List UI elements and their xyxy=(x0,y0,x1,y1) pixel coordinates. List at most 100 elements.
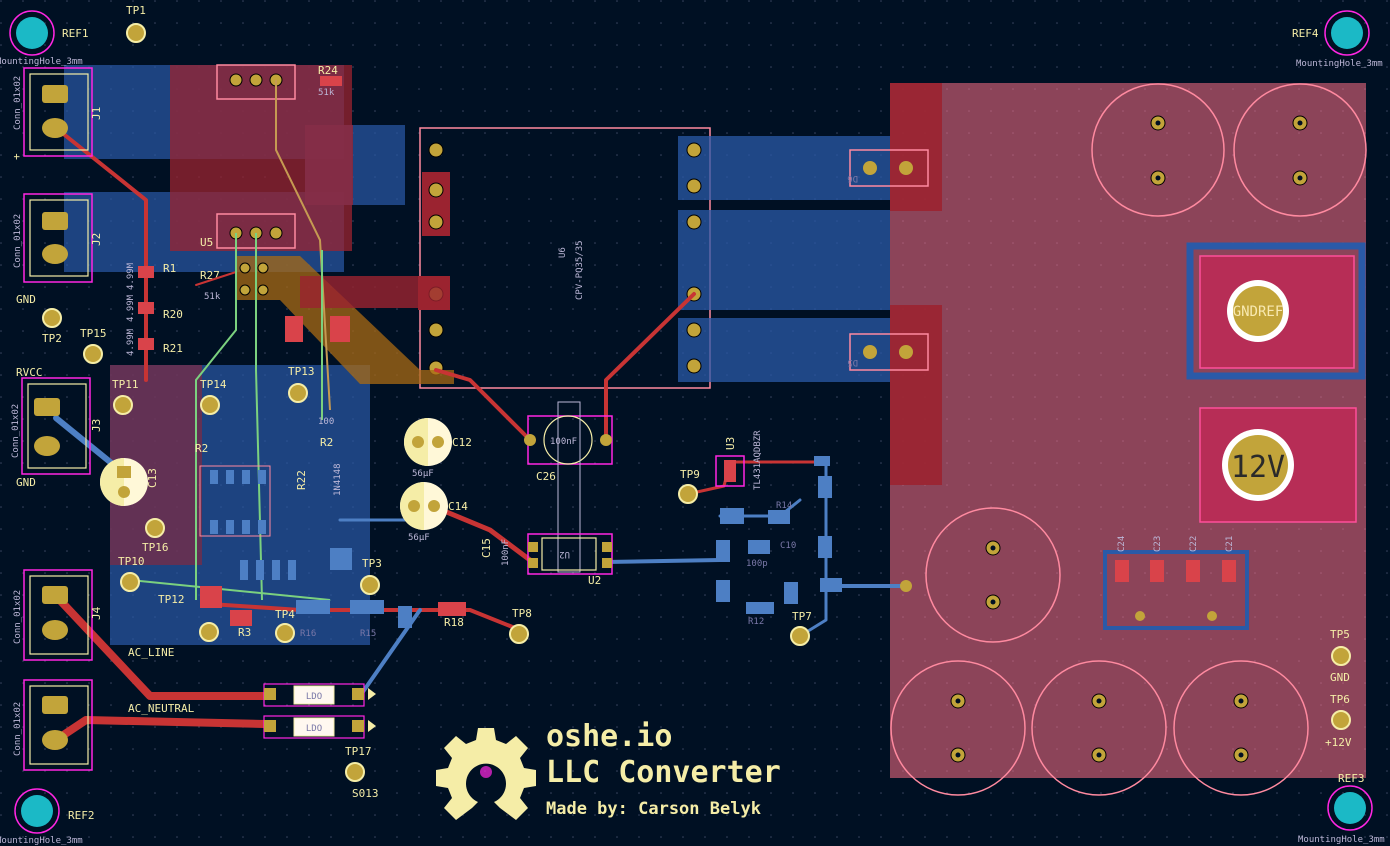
svg-text:R21: R21 xyxy=(163,342,183,355)
svg-text:R3: R3 xyxy=(238,626,251,639)
svg-text:R15: R15 xyxy=(360,629,376,639)
svg-text:LDO: LDO xyxy=(306,692,322,702)
svg-text:TP10: TP10 xyxy=(118,555,145,568)
ldo-diodes: LDO LDO xyxy=(263,683,376,739)
svg-text:Conn_01x02: Conn_01x02 xyxy=(13,214,23,268)
mosfet-pads xyxy=(229,73,283,296)
testpoints[interactable] xyxy=(42,23,1351,782)
connector-j4[interactable]: J4 Conn_01x02 AC_LINE xyxy=(13,569,174,661)
connector-j3[interactable]: J3 Conn_01x02 RVCC GND xyxy=(11,366,103,489)
diode-d5[interactable]: D5 xyxy=(847,333,929,371)
svg-text:C23: C23 xyxy=(1153,536,1163,552)
diode-d6[interactable]: D6 xyxy=(847,149,929,187)
svg-text:MountingHole_3mm: MountingHole_3mm xyxy=(0,836,83,846)
svg-text:TP9: TP9 xyxy=(680,468,700,481)
svg-text:Conn_01x02: Conn_01x02 xyxy=(11,404,21,458)
output-cap-holes xyxy=(955,120,1303,758)
optocoupler-u2[interactable]: U2 U2 C15 100nF xyxy=(480,533,613,587)
svg-text:R22: R22 xyxy=(295,470,308,490)
svg-text:CPV-PQ35/35: CPV-PQ35/35 xyxy=(575,240,585,300)
svg-text:R20: R20 xyxy=(163,308,183,321)
svg-text:J4: J4 xyxy=(90,606,103,620)
svg-text:56µF: 56µF xyxy=(412,469,434,479)
svg-text:AC_LINE: AC_LINE xyxy=(128,646,174,659)
svg-text:TP16: TP16 xyxy=(142,541,169,554)
svg-text:4.99M: 4.99M xyxy=(126,328,136,356)
svg-text:C15: C15 xyxy=(480,538,493,558)
svg-text:R12: R12 xyxy=(748,617,764,627)
svg-text:LDO: LDO xyxy=(306,724,322,734)
svg-text:J1: J1 xyxy=(90,107,103,120)
svg-text:U2: U2 xyxy=(559,549,570,559)
open-hardware-gear-icon xyxy=(436,728,536,820)
svg-text:100p: 100p xyxy=(746,559,768,569)
svg-text:12V: 12V xyxy=(1231,450,1285,485)
svg-text:100nF: 100nF xyxy=(501,539,511,566)
svg-text:TP15: TP15 xyxy=(80,327,107,340)
svg-text:C24: C24 xyxy=(1117,536,1127,552)
svg-text:+12V: +12V xyxy=(1325,736,1352,749)
brand-line2: LLC Converter xyxy=(546,755,781,790)
svg-text:C12: C12 xyxy=(452,436,472,449)
svg-text:TP2: TP2 xyxy=(42,332,62,345)
svg-text:RVCC: RVCC xyxy=(16,366,43,379)
svg-text:TP14: TP14 xyxy=(200,378,227,391)
mounting-hole-tl: REF1 MountingHole_3mm xyxy=(0,10,89,67)
svg-text:TP5: TP5 xyxy=(1330,628,1350,641)
svg-text:REF3: REF3 xyxy=(1338,772,1365,785)
svg-text:U3: U3 xyxy=(724,437,737,450)
svg-text:R1: R1 xyxy=(163,262,176,275)
output-smd-caps: C24 C23 C22 C21 xyxy=(1115,536,1236,621)
svg-text:R16: R16 xyxy=(300,629,316,639)
svg-text:TP3: TP3 xyxy=(362,557,382,570)
u5-label: U5 xyxy=(200,236,213,249)
svg-text:TP8: TP8 xyxy=(512,607,532,620)
svg-text:4.99M: 4.99M xyxy=(126,294,136,322)
svg-text:S013: S013 xyxy=(352,787,379,800)
svg-text:100nF: 100nF xyxy=(550,437,577,447)
svg-text:D5: D5 xyxy=(847,357,858,367)
svg-text:C26: C26 xyxy=(536,470,556,483)
svg-text:MountingHole_3mm: MountingHole_3mm xyxy=(1298,835,1385,845)
svg-text:R18: R18 xyxy=(444,616,464,629)
svg-text:4.99M: 4.99M xyxy=(126,262,136,290)
svg-text:TP6: TP6 xyxy=(1330,693,1350,706)
svg-text:REF1: REF1 xyxy=(62,27,89,40)
controller-labels: R1 R20 R21 4.99M 4.99M 4.99M 100 R2 R2 R… xyxy=(126,262,464,639)
svg-text:Conn_01x02: Conn_01x02 xyxy=(13,76,23,130)
svg-text:U6: U6 xyxy=(558,247,568,258)
svg-text:TP11: TP11 xyxy=(112,378,139,391)
svg-text:REF4: REF4 xyxy=(1292,27,1319,40)
svg-text:D6: D6 xyxy=(847,173,858,183)
brand-line3: Made by: Carson Belyk xyxy=(546,799,761,819)
r27-value: 51k xyxy=(204,292,221,302)
svg-text:TP4: TP4 xyxy=(275,608,295,621)
capacitor-c12[interactable]: C12 56µF xyxy=(404,418,472,479)
r24-value: 51k xyxy=(318,88,335,98)
connector-j1[interactable]: J1 Conn_01x02 + xyxy=(10,67,103,160)
svg-text:C21: C21 xyxy=(1225,536,1235,552)
svg-text:Conn_01x02: Conn_01x02 xyxy=(13,702,23,756)
gndref-pad[interactable]: GNDREF xyxy=(1227,280,1289,342)
svg-text:TP12: TP12 xyxy=(158,593,185,606)
svg-text:GNDREF: GNDREF xyxy=(1233,304,1284,320)
svg-text:TP7: TP7 xyxy=(792,610,812,623)
svg-text:U2: U2 xyxy=(588,574,601,587)
svg-text:GND: GND xyxy=(16,476,36,489)
capacitor-c26[interactable]: 100nF C26 xyxy=(524,401,613,573)
connector-j5[interactable]: Conn_01x02 AC_NEUTRAL xyxy=(13,679,195,771)
secondary-copper-bars xyxy=(678,136,890,382)
svg-text:GND: GND xyxy=(1330,671,1350,684)
capacitor-c14[interactable]: C14 56µF xyxy=(400,482,468,543)
connector-j2[interactable]: J2 Conn_01x02 GND xyxy=(13,193,103,306)
svg-text:MountingHole_3mm: MountingHole_3mm xyxy=(1296,59,1383,69)
output-cap-pads xyxy=(950,115,1308,763)
svg-text:56µF: 56µF xyxy=(408,533,430,543)
mounting-hole-br: REF3 MountingHole_3mm xyxy=(1298,772,1385,845)
svg-text:AC_NEUTRAL: AC_NEUTRAL xyxy=(128,702,195,715)
mounting-hole-bl: REF2 MountingHole_3mm xyxy=(0,788,95,846)
svg-text:C13: C13 xyxy=(146,468,159,488)
12v-pad[interactable]: 12V xyxy=(1222,429,1294,501)
capacitor-c13[interactable] xyxy=(100,458,148,506)
